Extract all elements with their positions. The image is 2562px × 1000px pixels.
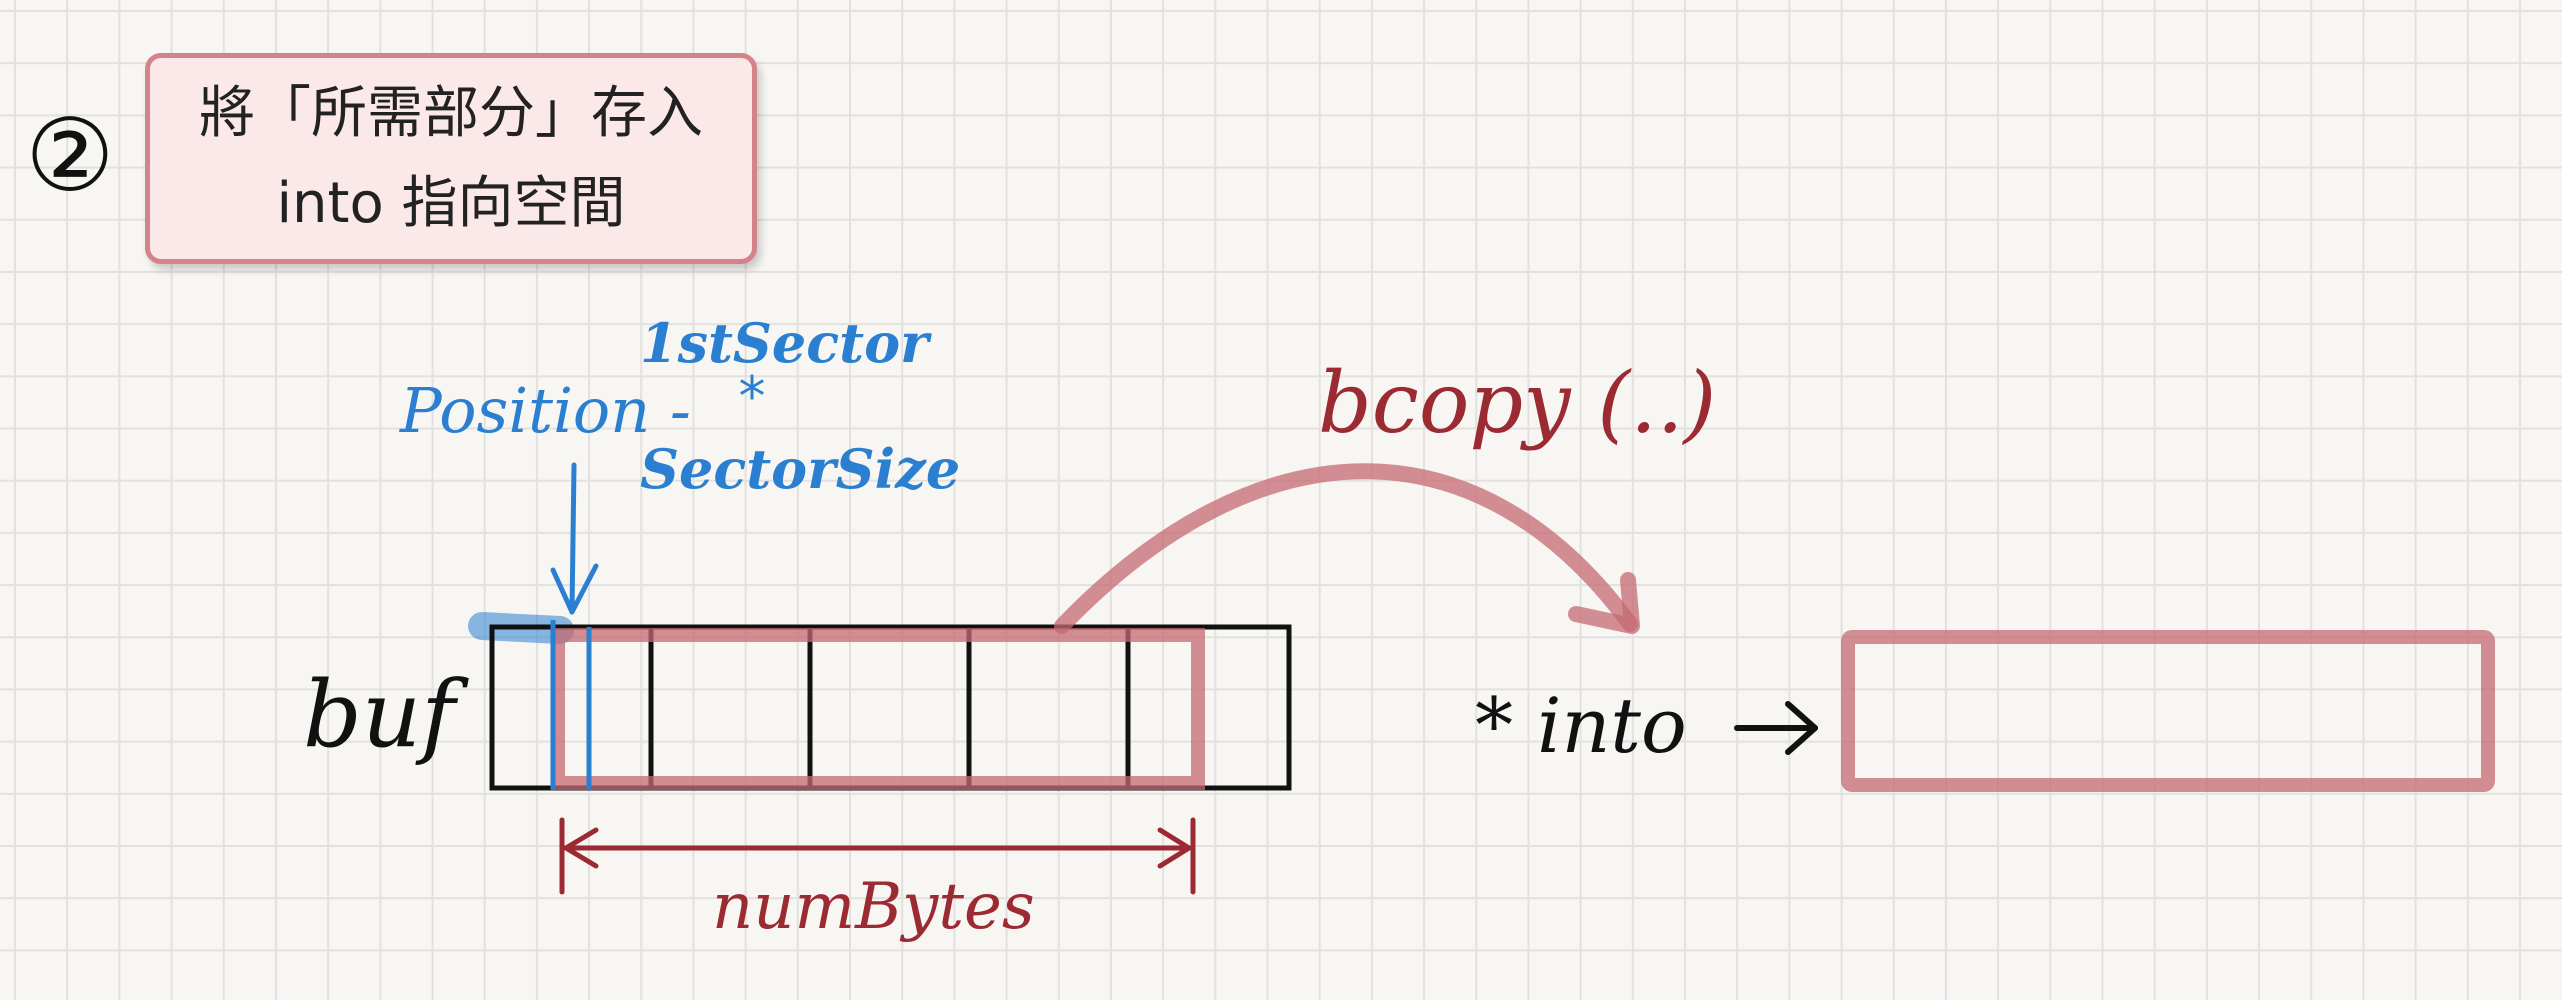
step-marker: ② (25, 97, 115, 214)
num-bytes-arrow (559, 817, 1196, 895)
position-arrow (550, 462, 599, 615)
sector-dividers (648, 627, 1131, 788)
into-target-space (1841, 630, 2495, 792)
selected-bytes-region (551, 628, 1205, 790)
into-pointer-arrow (1734, 701, 1818, 755)
buf-label: buf (303, 661, 469, 768)
buf-buffer (489, 624, 1292, 791)
first-sector-label: 1stSector (640, 311, 932, 375)
num-bytes-label: numBytes (712, 870, 1035, 944)
into-label: * into (1475, 681, 1687, 770)
sector-size-label: SectorSize (640, 437, 960, 501)
callout-line-2: into 指向空間 (276, 170, 626, 236)
callout-line-1: 將「所需部分」存入 (199, 80, 703, 146)
bcopy-label: bcopy (..) (1318, 354, 1716, 452)
instruction-callout: 將「所需部分」存入 into 指向空間 (145, 53, 757, 264)
bcopy-arrow-head (1568, 572, 1640, 634)
bcopy-arrow (1054, 463, 1638, 634)
multiply-sign: * (739, 365, 766, 428)
position-expression: Position - (399, 374, 691, 447)
